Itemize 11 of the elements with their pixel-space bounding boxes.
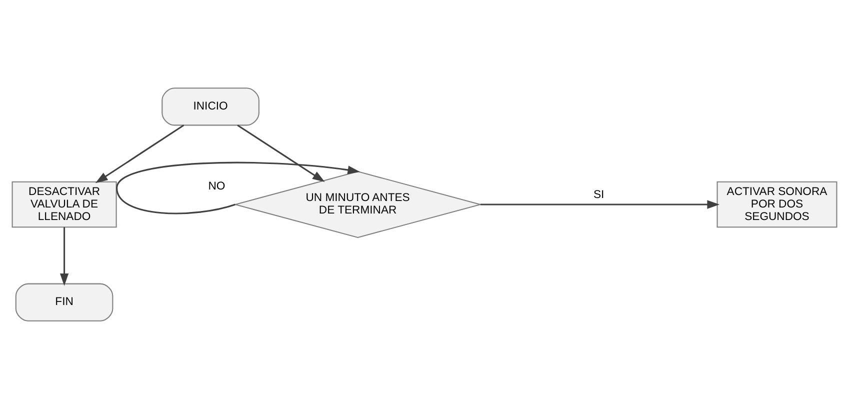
arrow [60,227,69,286]
node-box: INICIO [162,88,260,126]
edge-label: NO [208,180,226,193]
arrow [116,162,360,214]
edge-label: SI [593,189,604,202]
node-box: ACTIVAR SONORA POR DOS SEGUNDOS [716,181,838,228]
arrow [95,124,184,184]
arrow [237,124,325,182]
node-box: DESACTIVAR VALVULA DE LLENADO [12,181,117,228]
node-box: FIN [15,283,114,322]
arrow [480,200,720,209]
